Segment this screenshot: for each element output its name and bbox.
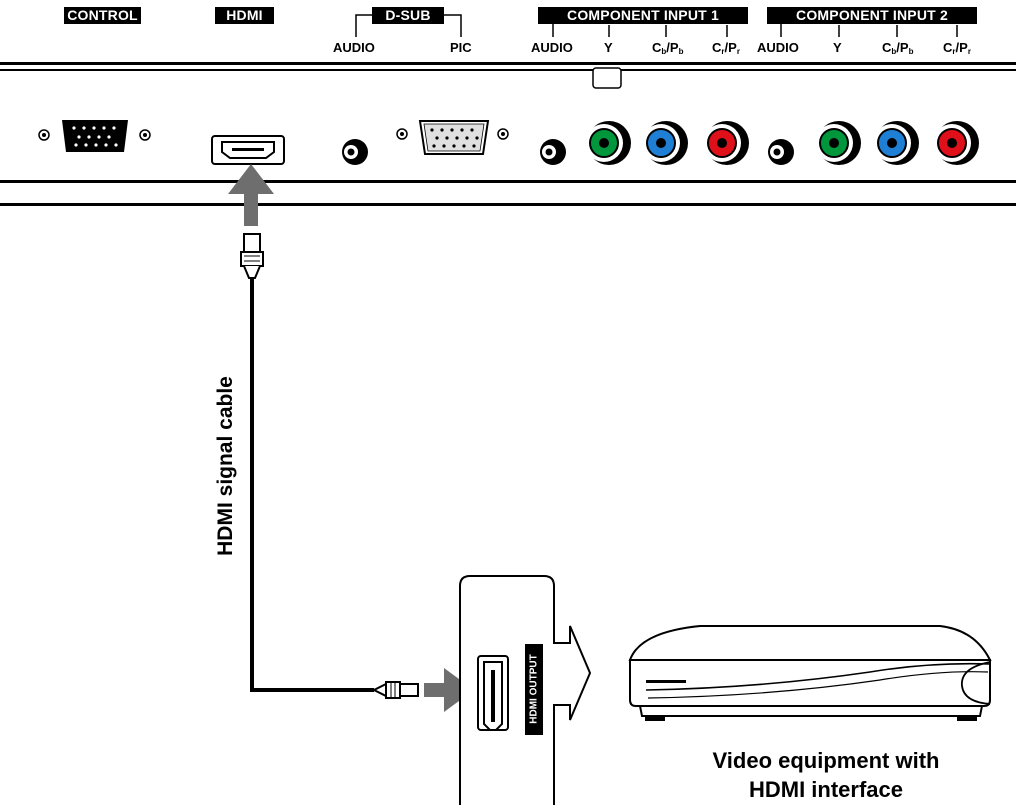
dsub-pic-label: PIC <box>450 40 472 55</box>
hdmi-port <box>211 135 285 165</box>
dsub-audio-jack <box>342 139 368 165</box>
hdmi-output-label-bg <box>525 644 543 735</box>
dsub-audio-label: AUDIO <box>333 40 375 55</box>
c1-cr-pr-jack <box>703 121 749 165</box>
device-caption-line1: Video equipment with <box>712 748 940 773</box>
c2-y-label: Y <box>833 40 842 55</box>
c2-cb-pb-label: Cb/Pb <box>882 40 914 56</box>
c1-audio-label: AUDIO <box>531 40 573 55</box>
hdmi-output-label: HDMI OUTPUT <box>528 654 540 724</box>
video-equipment-icon <box>628 625 992 721</box>
hdmi-cable <box>250 278 374 692</box>
c1-y-jack <box>585 121 631 165</box>
device-caption: Video equipment with HDMI interface <box>656 746 996 804</box>
dsub-pic-port <box>396 120 509 155</box>
panel-top-rule-thin <box>0 69 1016 71</box>
c2-y-jack <box>815 121 861 165</box>
c1-audio-jack <box>540 139 566 165</box>
dsub-bracket <box>355 14 462 37</box>
component1-ticks <box>538 14 728 37</box>
panel-top-rule <box>0 62 1016 65</box>
c1-cb-pb-jack <box>642 121 688 165</box>
device-caption-line2: HDMI interface <box>748 777 904 802</box>
indicator-square <box>592 67 622 89</box>
hdmi-plug-bottom <box>371 681 419 699</box>
component2-ticks <box>767 14 958 37</box>
dsub-label: D-SUB <box>372 7 444 24</box>
c2-cb-pb-jack <box>873 121 919 165</box>
panel-lower-rule <box>0 203 1016 206</box>
cable-label: HDMI signal cable <box>214 376 237 556</box>
c2-cr-pr-label: Cr/Pr <box>943 40 971 56</box>
control-label: CONTROL <box>64 7 141 24</box>
hdmi-label: HDMI <box>215 7 274 24</box>
component-input-1-label: COMPONENT INPUT 1 <box>538 7 748 24</box>
c1-y-label: Y <box>604 40 613 55</box>
c2-audio-jack <box>768 139 794 165</box>
hdmi-plug-top <box>240 233 264 279</box>
c1-cr-pr-label: Cr/Pr <box>712 40 740 56</box>
panel-bottom-rule <box>0 180 1016 183</box>
c2-cr-pr-jack <box>933 121 979 165</box>
component-input-2-label: COMPONENT INPUT 2 <box>767 7 977 24</box>
c2-audio-label: AUDIO <box>757 40 799 55</box>
control-port <box>38 120 151 152</box>
arrow-up-icon <box>228 164 274 226</box>
c1-cb-pb-label: Cb/Pb <box>652 40 684 56</box>
device-hdmi-port <box>477 655 509 731</box>
